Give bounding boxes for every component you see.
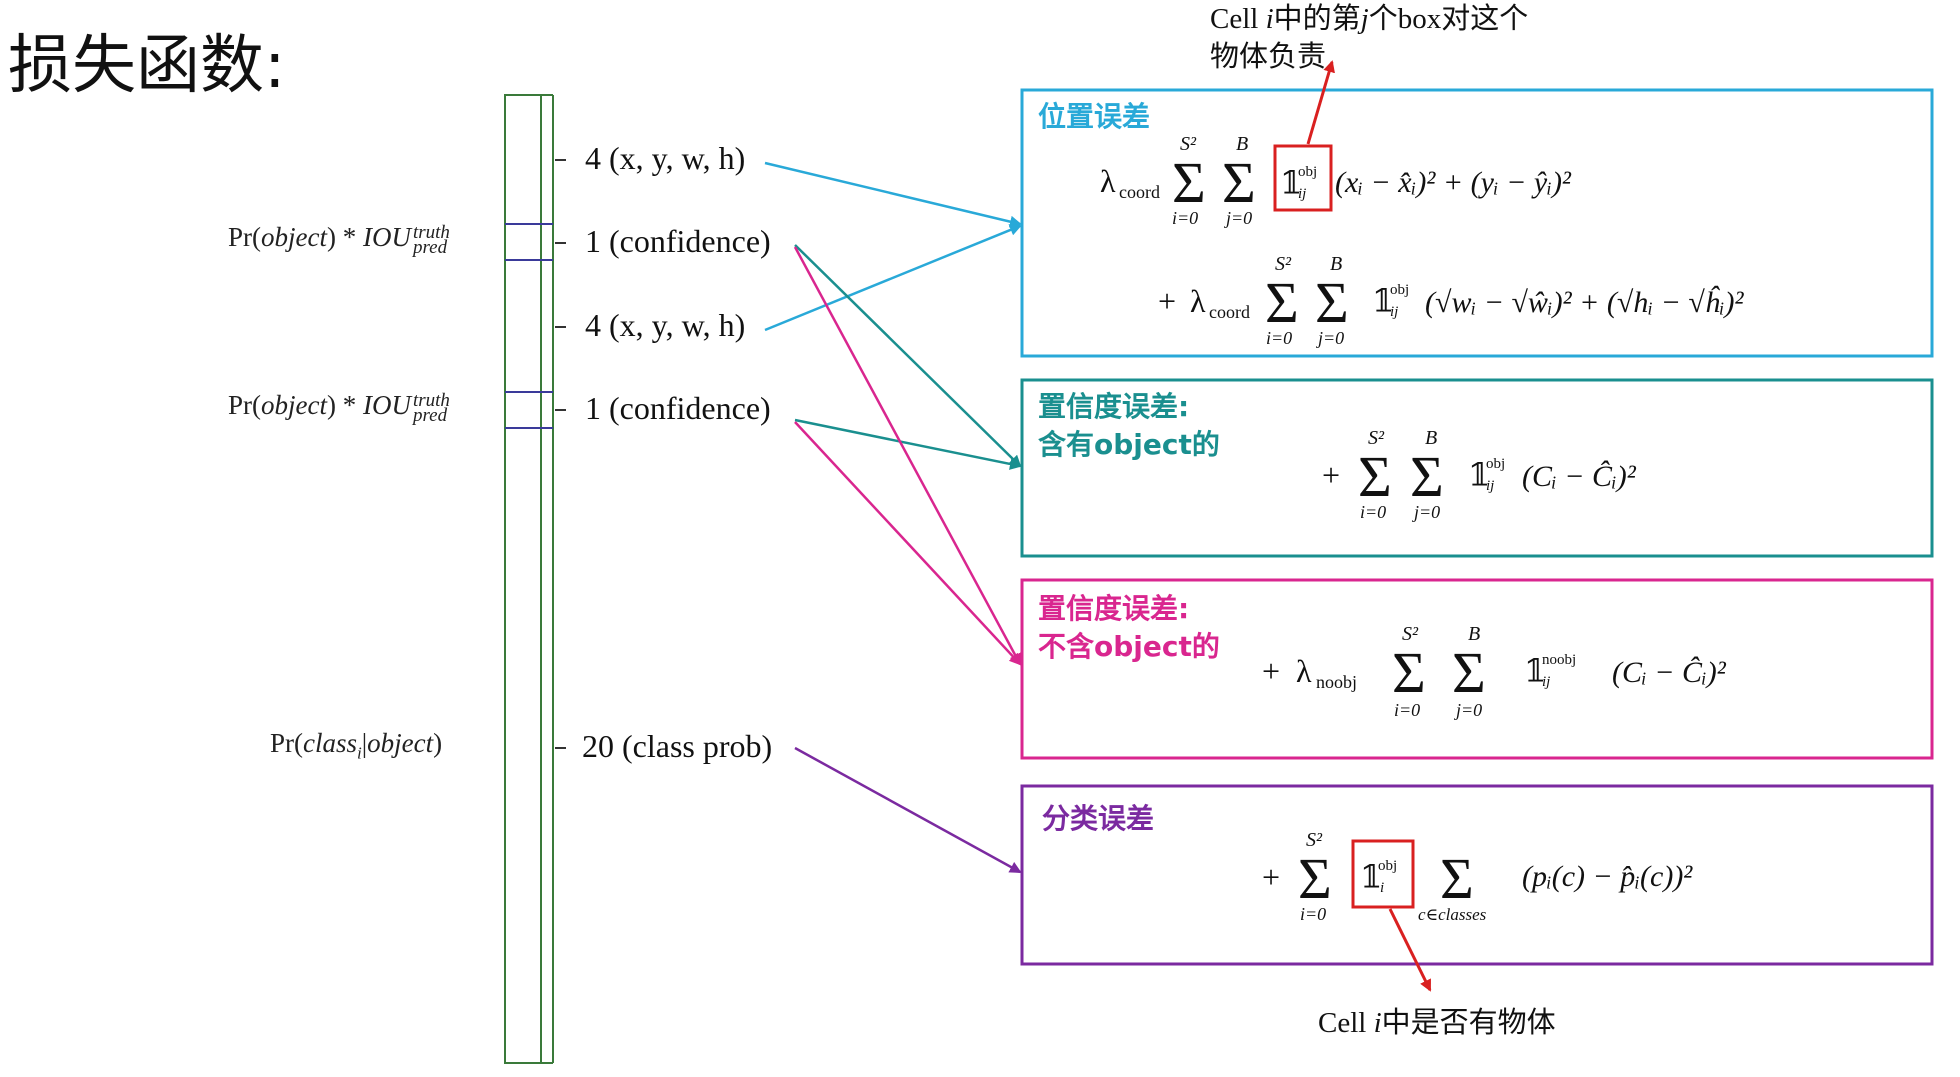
svg-text:λ: λ — [1296, 653, 1312, 689]
svg-text:ij: ij — [1542, 674, 1550, 690]
svg-text:(Cᵢ − Ĉᵢ)²: (Cᵢ − Ĉᵢ)² — [1612, 656, 1727, 689]
svg-text:i: i — [1380, 880, 1384, 896]
formula-classification: + Σ S² i=0 𝟙 obj i Σ c∈classes (pᵢ(c) − … — [1262, 829, 1693, 924]
arrow-class-to-classification — [794, 746, 1022, 874]
svg-text:i=0: i=0 — [1172, 208, 1198, 228]
svg-text:ij: ij — [1298, 186, 1306, 202]
svg-text:j=0: j=0 — [1454, 700, 1482, 720]
svg-text:obj: obj — [1486, 456, 1505, 472]
arrow-xywh1-to-position — [764, 161, 1022, 228]
confidence-obj-box — [1020, 378, 1934, 558]
svg-text:j=0: j=0 — [1412, 502, 1440, 522]
svg-text:Σ: Σ — [1440, 846, 1474, 911]
position-error-title: 位置误差 — [1038, 100, 1151, 133]
annotation-responsible-box: Cell i中的第j个box对这个 物体负责 — [1210, 3, 1529, 73]
svg-text:Σ: Σ — [1172, 150, 1206, 215]
svg-text:λ: λ — [1190, 283, 1206, 319]
formula-position-line1: λ coord Σ S² i=0 Σ B j=0 𝟙 obj ij (xᵢ − … — [1100, 133, 1572, 228]
arrow-xywh2-to-position — [764, 224, 1022, 332]
svg-text:λ: λ — [1100, 163, 1116, 199]
arrow-to-bottom-annotation — [1388, 908, 1432, 992]
formula-confidence-noobj: + λ noobj Σ S² i=0 Σ B j=0 𝟙 noobj ij (C… — [1262, 623, 1727, 720]
svg-text:B: B — [1236, 133, 1248, 155]
svg-text:obj: obj — [1298, 164, 1317, 180]
svg-text:ij: ij — [1486, 478, 1494, 494]
annotation-has-object: Cell i中是否有物体 — [1318, 1007, 1556, 1039]
svg-text:(Cᵢ − Ĉᵢ)²: (Cᵢ − Ĉᵢ)² — [1522, 460, 1637, 493]
indicator-highlight-i — [1351, 839, 1415, 909]
confidence-obj-title: 置信度误差: 含有object的 — [1038, 390, 1220, 461]
svg-text:+: + — [1262, 859, 1280, 895]
position-error-box — [1020, 88, 1934, 358]
svg-text:obj: obj — [1390, 282, 1409, 298]
svg-text:S²: S² — [1275, 253, 1292, 275]
page-title: 损失函数: — [8, 29, 286, 103]
svg-text:S²: S² — [1402, 623, 1419, 645]
vector-label-confidence-2: 1 (confidence) — [585, 390, 771, 426]
vector-label-xywh-1: 4 (x, y, w, h) — [585, 140, 746, 176]
svg-text:𝟙: 𝟙 — [1468, 457, 1490, 493]
formula-position-line2: + λ coord Σ S² i=0 Σ B j=0 𝟙 obj ij (√wᵢ… — [1158, 253, 1745, 348]
svg-text:i=0: i=0 — [1266, 328, 1292, 348]
svg-text:ij: ij — [1390, 304, 1398, 320]
confidence-noobj-box — [1020, 578, 1934, 760]
svg-text:coord: coord — [1119, 182, 1160, 202]
arrow-conf1-to-obj — [794, 244, 1022, 468]
svg-text:i=0: i=0 — [1394, 700, 1420, 720]
svg-text:Σ: Σ — [1410, 444, 1444, 509]
vector-label-confidence-1: 1 (confidence) — [585, 223, 771, 259]
svg-text:(pᵢ(c) − p̂ᵢ(c))²: (pᵢ(c) − p̂ᵢ(c))² — [1522, 860, 1693, 893]
classification-title: 分类误差 — [1042, 802, 1155, 835]
arrow-conf2-to-obj — [794, 418, 1022, 470]
svg-text:B: B — [1330, 253, 1342, 275]
svg-text:Σ: Σ — [1265, 270, 1299, 335]
svg-text:Σ: Σ — [1358, 444, 1392, 509]
svg-text:i=0: i=0 — [1300, 904, 1326, 924]
svg-text:noobj: noobj — [1316, 672, 1357, 692]
svg-text:𝟙: 𝟙 — [1280, 165, 1302, 201]
confidence-noobj-title: 置信度误差: 不含object的 — [1038, 592, 1220, 663]
arrow-conf1-to-noobj — [793, 246, 1022, 666]
svg-text:(xᵢ − x̂ᵢ)² + (yᵢ − ŷᵢ)²: (xᵢ − x̂ᵢ)² + (yᵢ − ŷᵢ)² — [1335, 166, 1572, 199]
svg-text:(√wᵢ − √ŵᵢ)² + (√hᵢ − √ĥᵢ)²: (√wᵢ − √ŵᵢ)² + (√hᵢ − √ĥᵢ)² — [1425, 286, 1745, 319]
svg-text:𝟙: 𝟙 — [1524, 653, 1546, 689]
svg-text:𝟙: 𝟙 — [1360, 859, 1382, 895]
svg-text:Σ: Σ — [1298, 846, 1332, 911]
svg-text:S²: S² — [1180, 133, 1197, 155]
svg-text:coord: coord — [1209, 302, 1250, 322]
indicator-highlight-ij — [1273, 144, 1333, 212]
vector-label-xywh-2: 4 (x, y, w, h) — [585, 307, 746, 343]
svg-text:B: B — [1468, 623, 1480, 645]
formula-confidence-obj: + Σ S² i=0 Σ B j=0 𝟙 obj ij (Cᵢ − Ĉᵢ)² — [1322, 427, 1637, 522]
svg-text:obj: obj — [1378, 858, 1397, 874]
svg-text:S²: S² — [1368, 427, 1385, 449]
svg-text:+: + — [1262, 653, 1280, 689]
svg-text:Σ: Σ — [1315, 270, 1349, 335]
svg-text:+: + — [1322, 457, 1340, 493]
arrow-to-top-annotation — [1306, 60, 1335, 145]
svg-text:j=0: j=0 — [1224, 208, 1252, 228]
svg-text:Σ: Σ — [1452, 640, 1486, 705]
pr-class-label: Pr(classi|object) — [270, 728, 443, 763]
classification-box — [1020, 784, 1934, 966]
vector-label-class-prob: 20 (class prob) — [582, 728, 773, 764]
arrow-conf2-to-noobj — [794, 421, 1022, 666]
svg-text:𝟙: 𝟙 — [1372, 283, 1394, 319]
svg-text:+: + — [1158, 283, 1176, 319]
output-vector — [504, 94, 566, 1064]
svg-text:j=0: j=0 — [1316, 328, 1344, 348]
svg-text:noobj: noobj — [1542, 652, 1576, 668]
svg-text:B: B — [1425, 427, 1437, 449]
svg-text:i=0: i=0 — [1360, 502, 1386, 522]
svg-text:c∈classes: c∈classes — [1418, 905, 1487, 924]
svg-text:S²: S² — [1306, 829, 1323, 851]
svg-text:Σ: Σ — [1222, 150, 1256, 215]
svg-text:Σ: Σ — [1392, 640, 1426, 705]
